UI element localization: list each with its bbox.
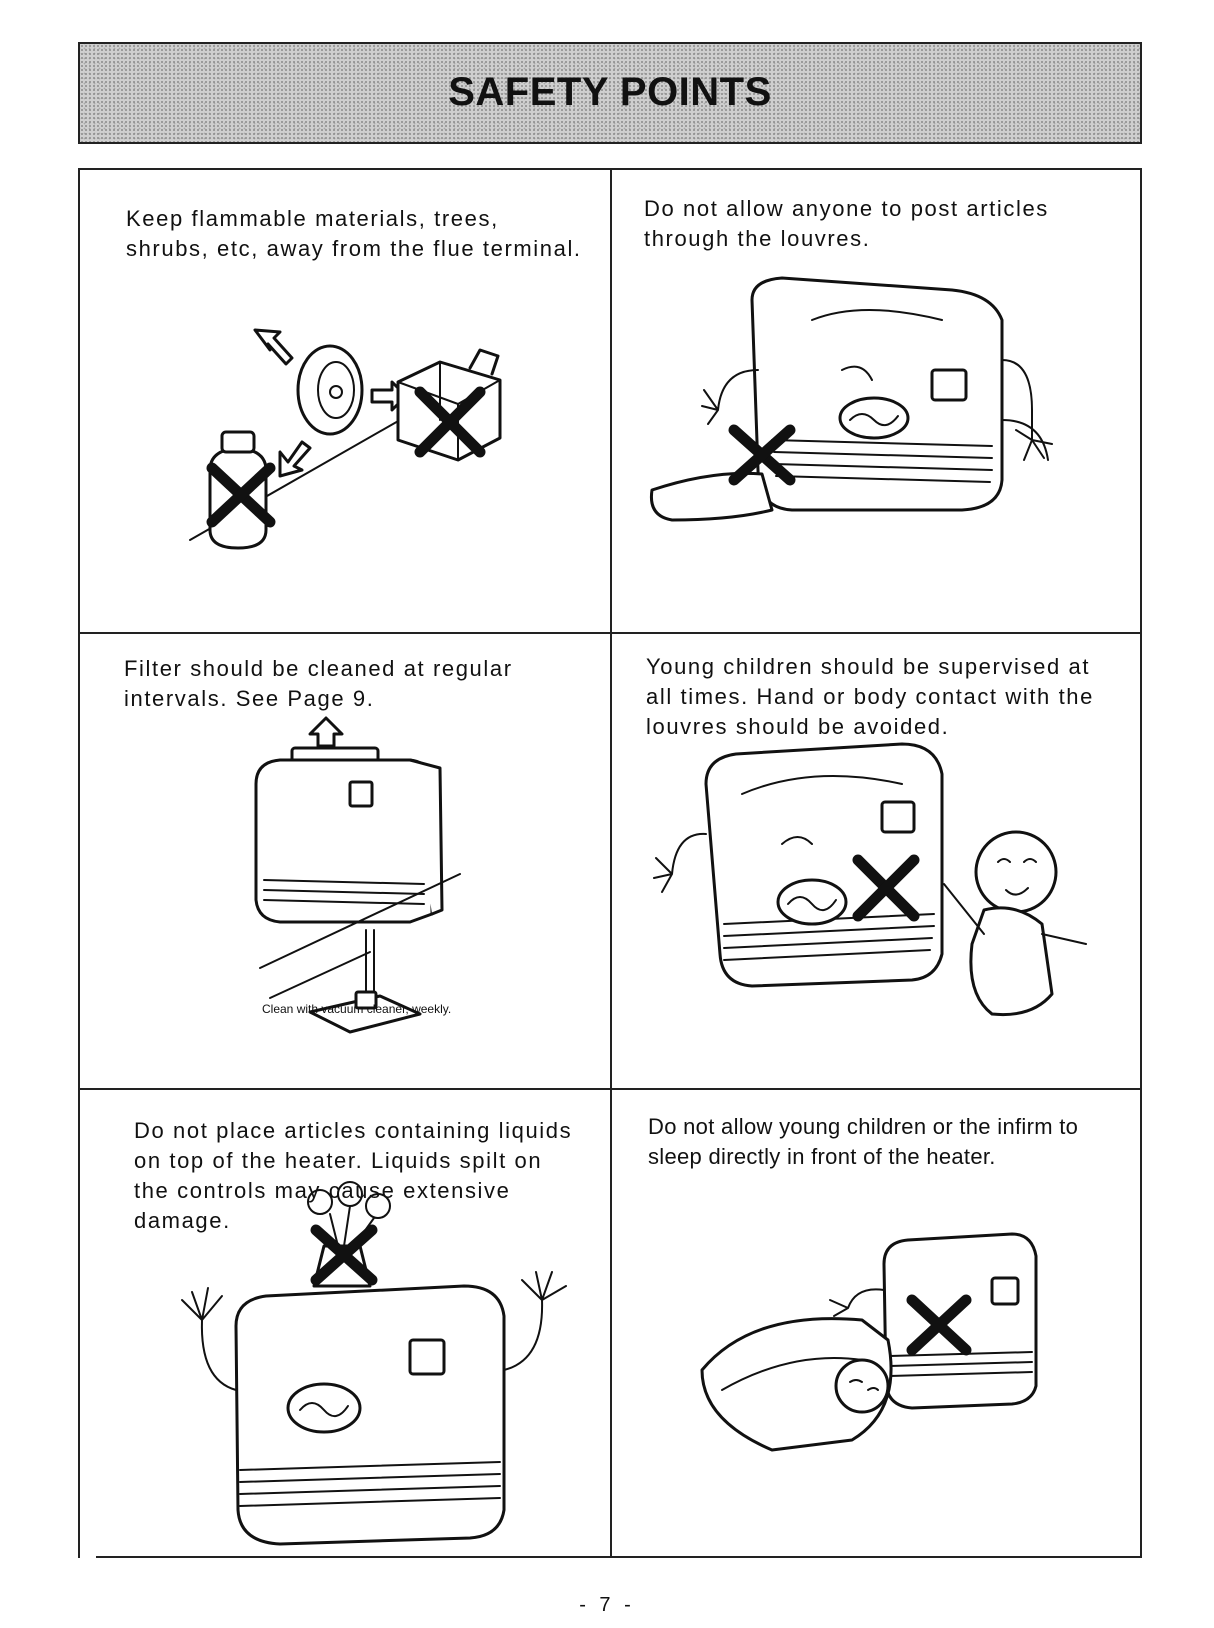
page-title: SAFETY POINTS bbox=[448, 70, 772, 114]
grid-divider-row1 bbox=[78, 632, 1142, 634]
panel-filter-cleaning: Filter should be cleaned at regular inte… bbox=[80, 634, 610, 1088]
liquids-heater-illustration bbox=[181, 1181, 567, 1546]
panel-text: Young children should be supervised at a… bbox=[646, 654, 1094, 739]
panel-text: Filter should be cleaned at regular inte… bbox=[124, 656, 513, 711]
panel-text: Keep flammable materials, trees, shrubs,… bbox=[126, 206, 582, 261]
panel-text: Do not allow young children or the infir… bbox=[648, 1114, 1079, 1169]
grid-divider-row2 bbox=[78, 1088, 1142, 1090]
child-heater-illustration bbox=[653, 742, 1087, 1017]
title-banner: SAFETY POINTS bbox=[78, 42, 1142, 144]
panel-sleeping: Do not allow young children or the infir… bbox=[612, 1090, 1140, 1556]
filter-caption: Clean with vacuum cleaner, weekly. bbox=[262, 1002, 452, 1016]
panel-liquids: Do not place articles containing liquids… bbox=[80, 1090, 610, 1556]
page-number: - 7 - bbox=[579, 1594, 635, 1616]
grid-divider-vertical bbox=[610, 168, 612, 1556]
heater-louvre-illustration bbox=[649, 276, 1053, 522]
grid-outer-right bbox=[1140, 168, 1142, 1558]
panel-text: Do not place articles containing liquids… bbox=[134, 1118, 573, 1233]
grid-outer-left bbox=[78, 168, 80, 1558]
panel-louvres-articles: Do not allow anyone to post articles thr… bbox=[612, 170, 1140, 632]
panel-children-supervision: Young children should be supervised at a… bbox=[612, 634, 1140, 1088]
panel-text: Do not allow anyone to post articles thr… bbox=[644, 196, 1049, 251]
flue-terminal-illustration bbox=[189, 328, 502, 550]
grid-outer-bottom bbox=[96, 1556, 1142, 1558]
filter-vacuum-illustration bbox=[254, 716, 461, 1034]
panel-flammable-materials: Keep flammable materials, trees, shrubs,… bbox=[80, 170, 610, 632]
sleeping-heater-illustration bbox=[700, 1232, 1038, 1452]
